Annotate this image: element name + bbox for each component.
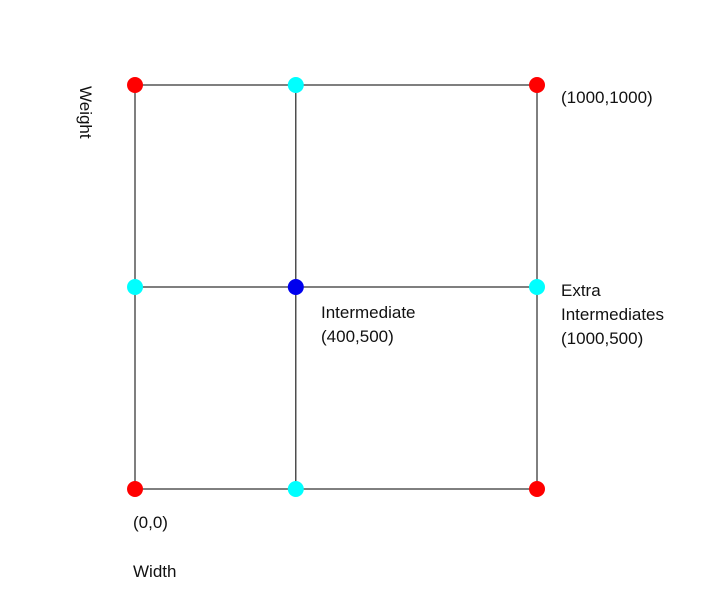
label-extra-line-1: Extra: [561, 281, 601, 300]
label-intermediate-line-2: (400,500): [321, 327, 394, 346]
point-intermediate-400-500: [287, 279, 304, 295]
label-extra-line-2: Intermediates: [561, 305, 664, 324]
point-extra-left-500: [127, 279, 143, 295]
label-extra-line-3: (1000,500): [561, 329, 643, 348]
label-origin: (0,0): [133, 513, 168, 532]
point-master-bottom-left: [127, 481, 143, 497]
axis-label-width: Width: [133, 562, 176, 581]
label-top-right: (1000,1000): [561, 88, 653, 107]
grid-points: [127, 77, 545, 497]
point-extra-top-400: [287, 77, 304, 93]
point-extra-bottom-400: [287, 481, 304, 497]
axis-label-weight: Weight: [76, 86, 95, 139]
point-master-top-right: [529, 77, 545, 93]
grid-lines: [134, 84, 538, 490]
label-intermediate-line-1: Intermediate: [321, 303, 416, 322]
point-master-bottom-right: [529, 481, 545, 497]
point-master-top-left: [127, 77, 143, 93]
point-extra-right-500: [529, 279, 545, 295]
